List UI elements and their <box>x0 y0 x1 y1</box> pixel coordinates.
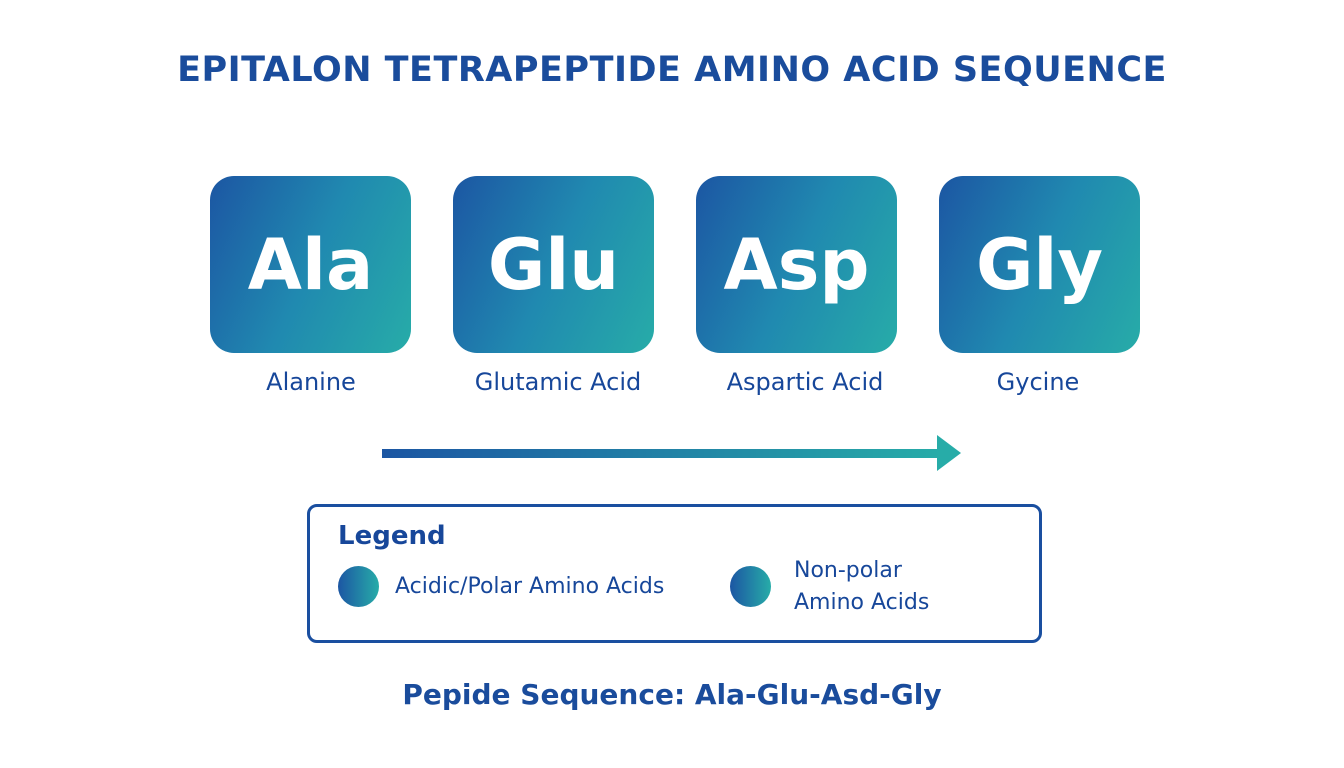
legend-label-non-polar: Non-polar Amino Acids <box>794 555 929 619</box>
residue-name-gly: Gycine <box>996 368 1080 396</box>
legend-label-acidic-polar: Acidic/Polar Amino Acids <box>395 574 665 599</box>
non-polar-swatch-icon <box>730 566 771 607</box>
sequence-caption: Pepide Sequence: Ala-Glu-Asd-Gly <box>402 678 942 711</box>
legend-box: Legend Acidic/Polar Amino Acids Non-pola… <box>307 504 1042 643</box>
residue-tile-glu: Glu <box>453 176 654 353</box>
residue-name-ala: Alanine <box>266 368 356 396</box>
sequence-arrow-head-icon <box>937 435 961 471</box>
residue-tile-ala: Ala <box>210 176 411 353</box>
legend-label-non-polar-line2: Amino Acids <box>794 590 930 615</box>
residue-name-asp: Aspartic Acid <box>726 368 884 396</box>
legend-title: Legend <box>338 521 446 551</box>
sequence-arrow-shaft <box>382 449 942 458</box>
legend-label-non-polar-line1: Non-polar <box>794 558 902 583</box>
residue-tile-asp: Asp <box>696 176 897 353</box>
residue-name-glu: Glutamic Acid <box>474 368 642 396</box>
diagram-title: EPITALON TETRAPEPTIDE AMINO ACID SEQUENC… <box>177 50 1167 90</box>
acidic-polar-swatch-icon <box>338 566 379 607</box>
residue-tile-gly: Gly <box>939 176 1140 353</box>
